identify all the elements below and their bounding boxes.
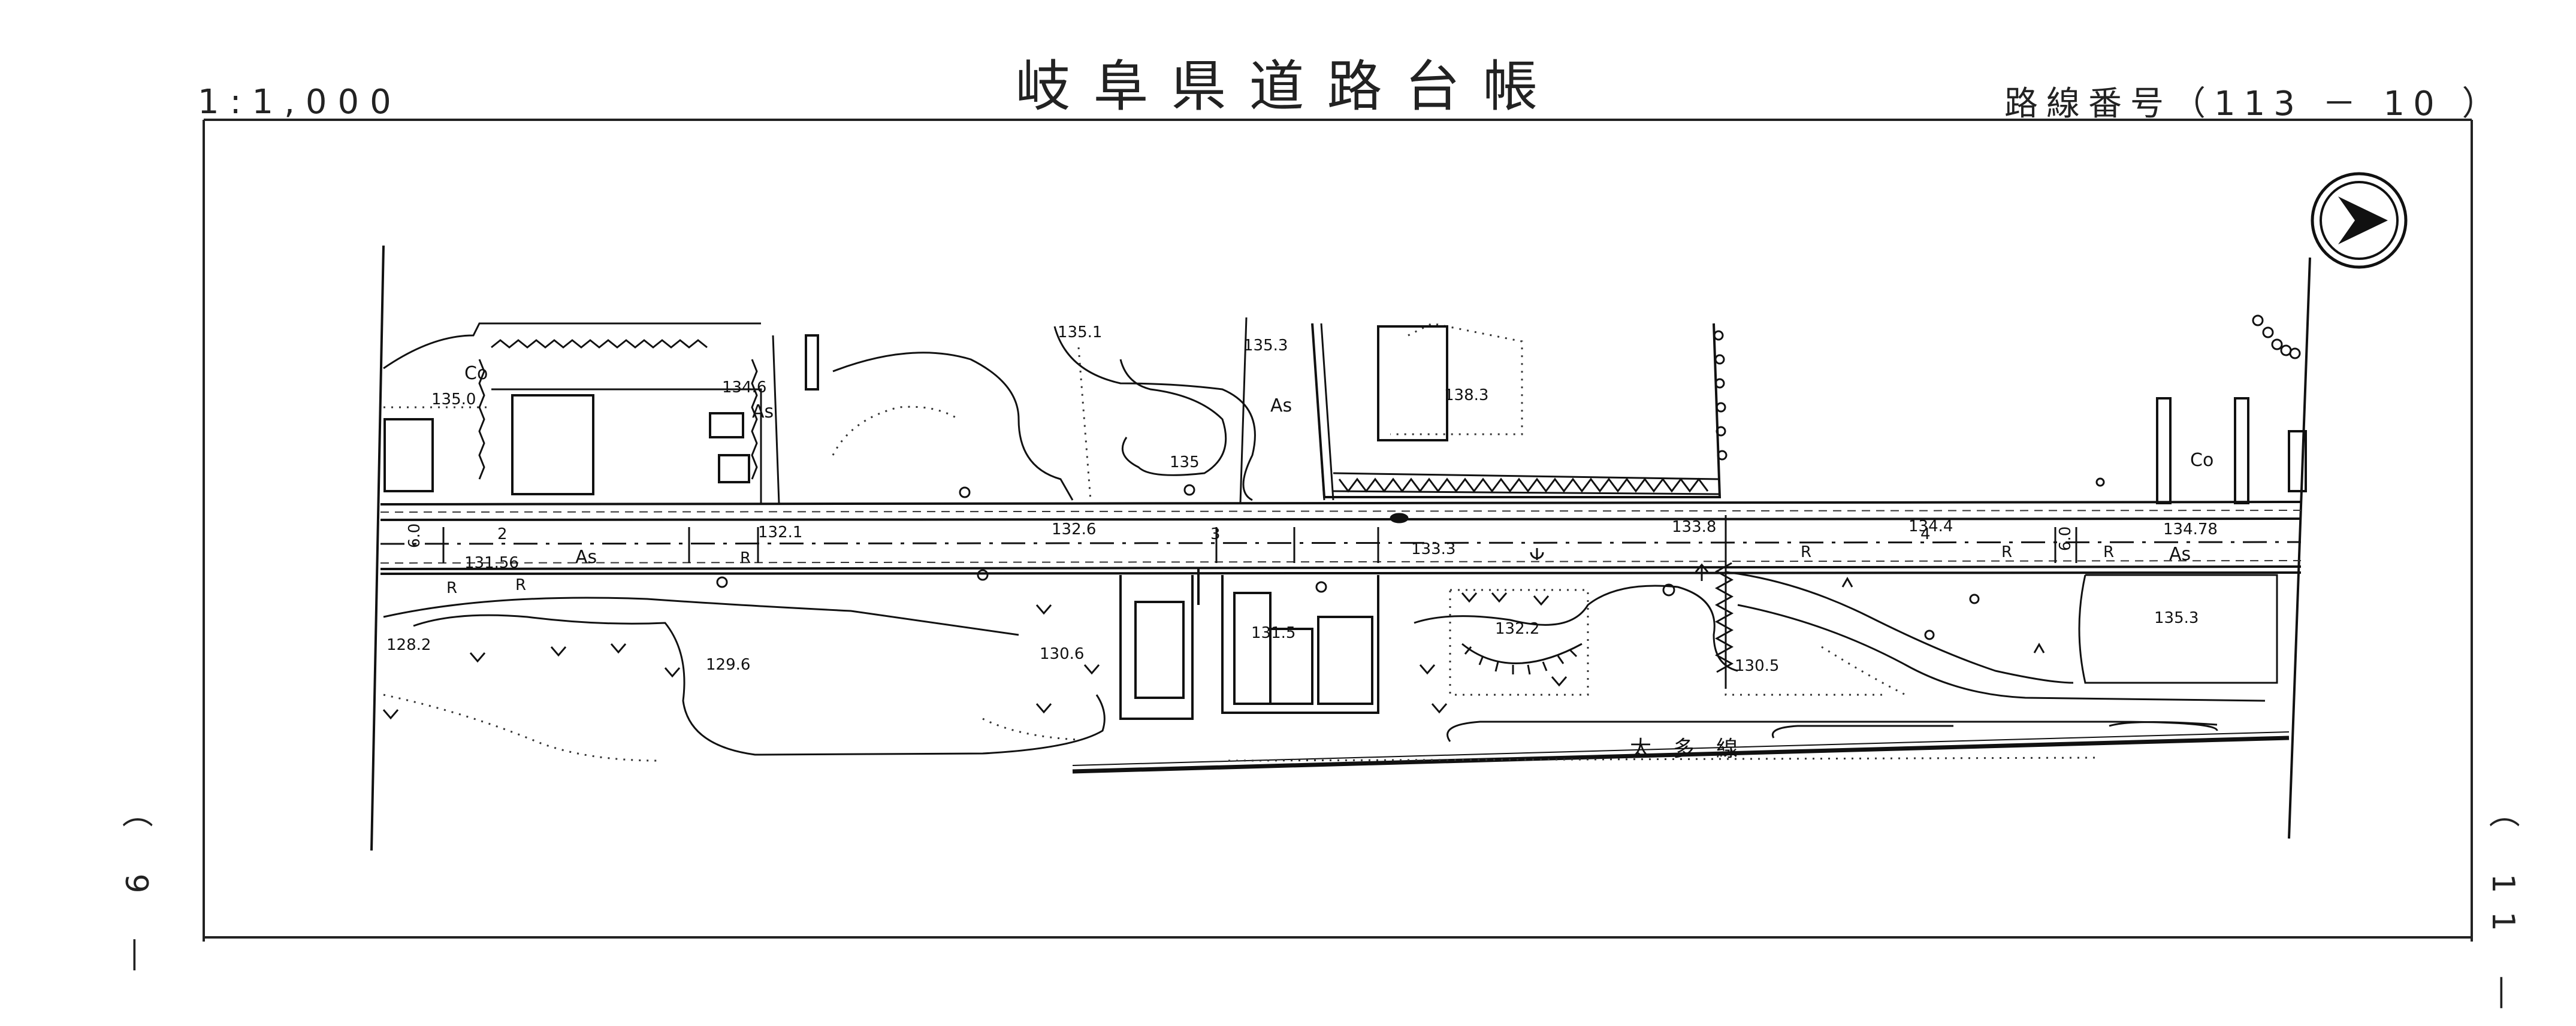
elevation-label: 131.5 <box>1251 624 1295 642</box>
dotted-boundaries-south <box>383 589 2098 762</box>
surface-label: As <box>2169 544 2191 565</box>
road-mark: R <box>515 576 526 594</box>
elevation-label: 138.3 <box>1444 386 1488 404</box>
road-mark: R <box>446 579 457 597</box>
road-dashed-edges <box>380 510 2302 564</box>
elevation-label: 133.3 <box>1411 540 1455 558</box>
page-title: 岐阜県道路台帳 <box>1015 55 1561 119</box>
km-mark: 2 <box>497 525 508 543</box>
north-arrow-icon <box>2311 172 2408 269</box>
elevation-label: 135.3 <box>2154 609 2198 627</box>
elevation-label: 134.4 <box>1908 517 1953 535</box>
elevation-label: 134.6 <box>722 379 766 397</box>
km-mark: 4 <box>1920 525 1931 543</box>
elevation-label: 134.78 <box>2163 520 2218 538</box>
railway-line <box>1072 721 2290 774</box>
elevation-label: 132.2 <box>1495 620 1539 638</box>
width-label: 6.0 <box>406 523 424 548</box>
map-edge-right <box>2288 257 2311 839</box>
road-mark: R <box>1801 543 1811 561</box>
buildings-south <box>1119 569 1379 720</box>
surface-label: Co <box>2190 450 2213 471</box>
road-mark: R <box>2103 543 2114 561</box>
road-mark: R <box>2001 543 2012 561</box>
map-symbols <box>382 477 2105 720</box>
dotted-boundaries-north <box>383 322 1523 501</box>
terrain-contours-south <box>383 571 2278 756</box>
elevation-label: 131.56 <box>464 554 519 572</box>
elevation-label: 133.8 <box>1672 518 1716 536</box>
elevation-label: 128.2 <box>386 636 431 654</box>
surface-label: As <box>1270 395 1292 416</box>
rail-line-label: 太 多 線 <box>1630 737 1738 761</box>
surface-label: As <box>575 547 597 568</box>
scale-label: 1:1,000 <box>198 83 402 122</box>
elevation-label: 135.1 <box>1058 323 1102 341</box>
elevation-label: 135.3 <box>1243 337 1288 355</box>
km-mark: 3 <box>1210 525 1221 543</box>
map-labels: 135.0 134.6 135.1 135.3 138.3 135 132.1 … <box>386 323 2218 761</box>
surface-label: Co <box>464 363 488 384</box>
map-edge-left <box>370 245 385 851</box>
elevation-label: 129.6 <box>706 656 750 674</box>
elevation-label: 132.1 <box>758 523 802 541</box>
road-edges <box>380 501 2302 575</box>
elevation-label: 132.6 <box>1052 520 1096 538</box>
sheet-frame <box>203 119 2473 942</box>
surface-label: As <box>752 401 774 422</box>
elevation-label: 135.0 <box>431 391 476 408</box>
retaining-wall-north <box>478 323 1720 501</box>
shrub-dots <box>1713 314 2301 461</box>
buildings-north <box>383 323 2307 504</box>
retaining-wall-south <box>1461 562 1734 675</box>
road-mark: R <box>740 549 751 567</box>
elevation-label: 130.6 <box>1040 645 1084 663</box>
elevation-label: 130.5 <box>1735 657 1779 675</box>
measure-ticks <box>442 515 2077 689</box>
elevation-label: 135 <box>1170 453 1200 471</box>
route-number: 路線番号（113 － 10 ） <box>2004 84 2504 123</box>
terrain-north <box>383 317 1256 504</box>
width-label: 6.0 <box>2056 526 2074 551</box>
road-centerline <box>380 541 2302 545</box>
road-ledger-map: 135.0 134.6 135.1 135.3 138.3 135 132.1 … <box>203 119 2473 942</box>
